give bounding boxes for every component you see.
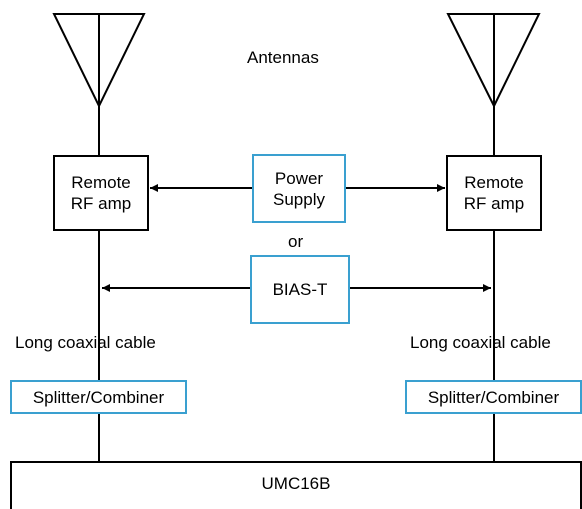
right-amp-line2: RF amp xyxy=(463,194,525,213)
left-amp-line2: RF amp xyxy=(70,194,132,213)
splitter-left-label: Splitter/Combiner xyxy=(32,387,165,407)
right-antenna-icon xyxy=(446,13,541,157)
umc16b-receiver: UMC16B xyxy=(10,461,582,509)
right-amp-line1: Remote xyxy=(464,173,524,192)
bias-t-box: BIAS-T xyxy=(250,255,350,324)
power-supply-line2: Supply xyxy=(273,189,325,209)
right-remote-rf-amp: Remote RF amp xyxy=(446,155,542,231)
antennas-label: Antennas xyxy=(247,48,319,67)
splitter-combiner-left: Splitter/Combiner xyxy=(10,380,187,414)
coax-label-left: Long coaxial cable xyxy=(15,333,156,352)
coax-label-right: Long coaxial cable xyxy=(410,333,551,352)
left-remote-rf-amp: Remote RF amp xyxy=(53,155,149,231)
power-supply-box: Power Supply xyxy=(252,154,346,223)
bias-t-label: BIAS-T xyxy=(272,280,328,299)
splitter-right-label: Splitter/Combiner xyxy=(427,387,560,407)
receiver-label: UMC16B xyxy=(261,474,331,493)
or-label: or xyxy=(288,232,304,251)
left-amp-line1: Remote xyxy=(71,173,131,192)
splitter-combiner-right: Splitter/Combiner xyxy=(405,380,582,414)
left-antenna-icon xyxy=(52,13,146,157)
power-supply-line1: Power xyxy=(274,168,324,188)
